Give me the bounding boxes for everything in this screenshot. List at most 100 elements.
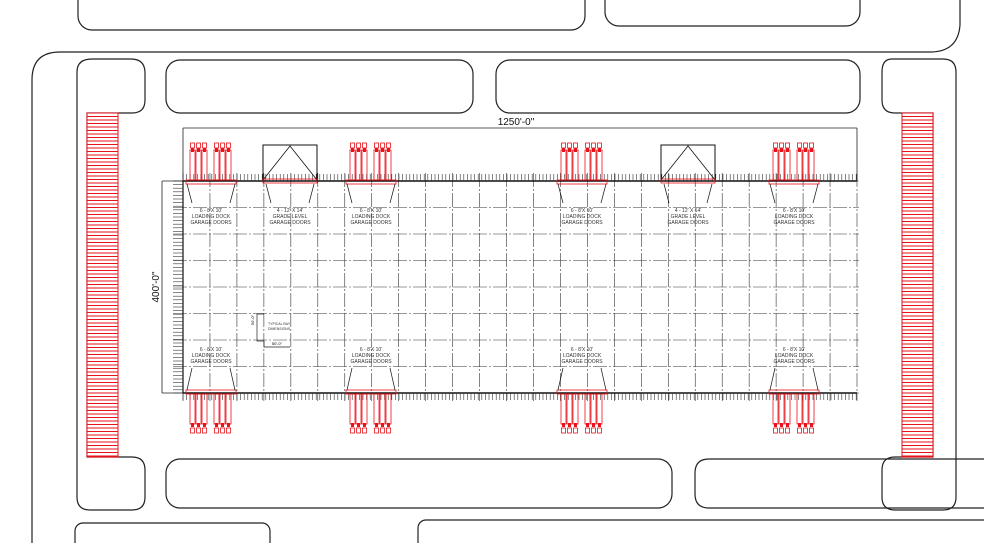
truck-cab xyxy=(375,423,378,427)
bay-horizontal-label: 50'-0" xyxy=(272,341,283,346)
truck-cab xyxy=(220,142,225,149)
truck-cab xyxy=(220,427,225,434)
door-label: LOADING DOCK xyxy=(775,214,814,220)
leader-arrow xyxy=(265,183,272,204)
truck-cab xyxy=(381,423,384,427)
truck-cab xyxy=(561,142,566,149)
island-right xyxy=(881,58,957,511)
truck-cab xyxy=(567,427,572,434)
perimeter-road-edge xyxy=(31,0,961,543)
door-label: 6 - 8'X 10' xyxy=(571,208,593,214)
truck-cab xyxy=(562,148,565,152)
door-label: LOADING DOCK xyxy=(775,353,814,359)
truck-trailer xyxy=(596,149,603,181)
truck-cab xyxy=(197,423,200,427)
truck-cab xyxy=(203,423,206,427)
truck-cab xyxy=(387,148,390,152)
truck-trailer xyxy=(355,149,362,181)
door-label: 6 - 8'X 10' xyxy=(783,208,805,214)
door-label: 6 - 8'X 10' xyxy=(360,208,382,214)
grade-door-outline xyxy=(262,178,318,184)
truck-cab xyxy=(202,427,207,434)
truck-cab xyxy=(798,423,801,427)
truck-cab xyxy=(363,423,366,427)
truck-cab xyxy=(591,427,596,434)
truck-cab xyxy=(226,142,231,149)
truck-cab xyxy=(586,423,589,427)
door-label: LOADING DOCK xyxy=(352,214,391,220)
truck-cab xyxy=(574,423,577,427)
truck-cab xyxy=(779,427,784,434)
truck-cab xyxy=(803,142,808,149)
door-label: 6 - 8'X 10' xyxy=(360,347,382,353)
truck-cab xyxy=(196,142,201,149)
typical-bay-label-1: TYPICAL BAY xyxy=(268,322,291,326)
truck-cab xyxy=(804,423,807,427)
dock-door-outline xyxy=(768,389,820,395)
truck-cab xyxy=(786,148,789,152)
truck-cab xyxy=(380,142,385,149)
truck-cab xyxy=(215,148,218,152)
truck-cab xyxy=(387,423,390,427)
truck-cab xyxy=(203,148,206,152)
truck-cab xyxy=(214,427,219,434)
dock-door-outline xyxy=(768,179,820,185)
truck-cab xyxy=(585,427,590,434)
dock-door-outline xyxy=(345,389,397,395)
truck-cab xyxy=(196,427,201,434)
door-label: GARAGE DOORS xyxy=(561,220,603,226)
truck-cab xyxy=(591,142,596,149)
leader-arrow xyxy=(557,367,564,391)
dock-door-outline xyxy=(345,179,397,185)
door-label: GARAGE DOORS xyxy=(773,359,815,365)
leader-arrow xyxy=(600,183,607,204)
truck-trailer xyxy=(195,393,202,425)
dock-door-outline xyxy=(556,179,608,185)
leader-arrow xyxy=(389,367,396,391)
parking-lot-right xyxy=(901,112,934,458)
truck-cab xyxy=(351,148,354,152)
truck-trailer xyxy=(796,149,803,181)
dock-door-outline xyxy=(556,389,608,395)
truck-cab xyxy=(803,427,808,434)
leader-arrow xyxy=(346,183,353,204)
island-north-1 xyxy=(165,59,474,114)
truck-cab xyxy=(374,142,379,149)
truck-cab xyxy=(797,427,802,434)
truck-cab xyxy=(786,423,789,427)
door-label: LOADING DOCK xyxy=(192,353,231,359)
truck-cab xyxy=(375,148,378,152)
ramp-lines xyxy=(660,145,716,181)
leader-arrow xyxy=(600,367,607,391)
dock-door-outline xyxy=(185,389,237,395)
truck-cab xyxy=(774,423,777,427)
door-label: LOADING DOCK xyxy=(352,353,391,359)
truck-trailer xyxy=(195,149,202,181)
truck-cab xyxy=(227,423,230,427)
leader-arrow xyxy=(769,183,776,204)
truck-cab xyxy=(568,423,571,427)
grade-level-ramp xyxy=(262,144,318,182)
truck-cab xyxy=(592,148,595,152)
door-label: GARAGE DOORS xyxy=(667,220,709,226)
island-top-right xyxy=(604,0,861,27)
truck-cab xyxy=(363,148,366,152)
truck-trailer xyxy=(225,393,232,425)
island-north-2 xyxy=(495,59,861,114)
truck-cab xyxy=(574,148,577,152)
truck-cab xyxy=(386,142,391,149)
leader-arrow xyxy=(812,367,819,391)
truck-trailer xyxy=(796,393,803,425)
truck-cab xyxy=(380,427,385,434)
door-label: GARAGE DOORS xyxy=(350,220,392,226)
door-label: 4 - 12' X 14' xyxy=(675,208,701,214)
truck-trailer xyxy=(373,393,380,425)
truck-trailer xyxy=(189,393,196,425)
